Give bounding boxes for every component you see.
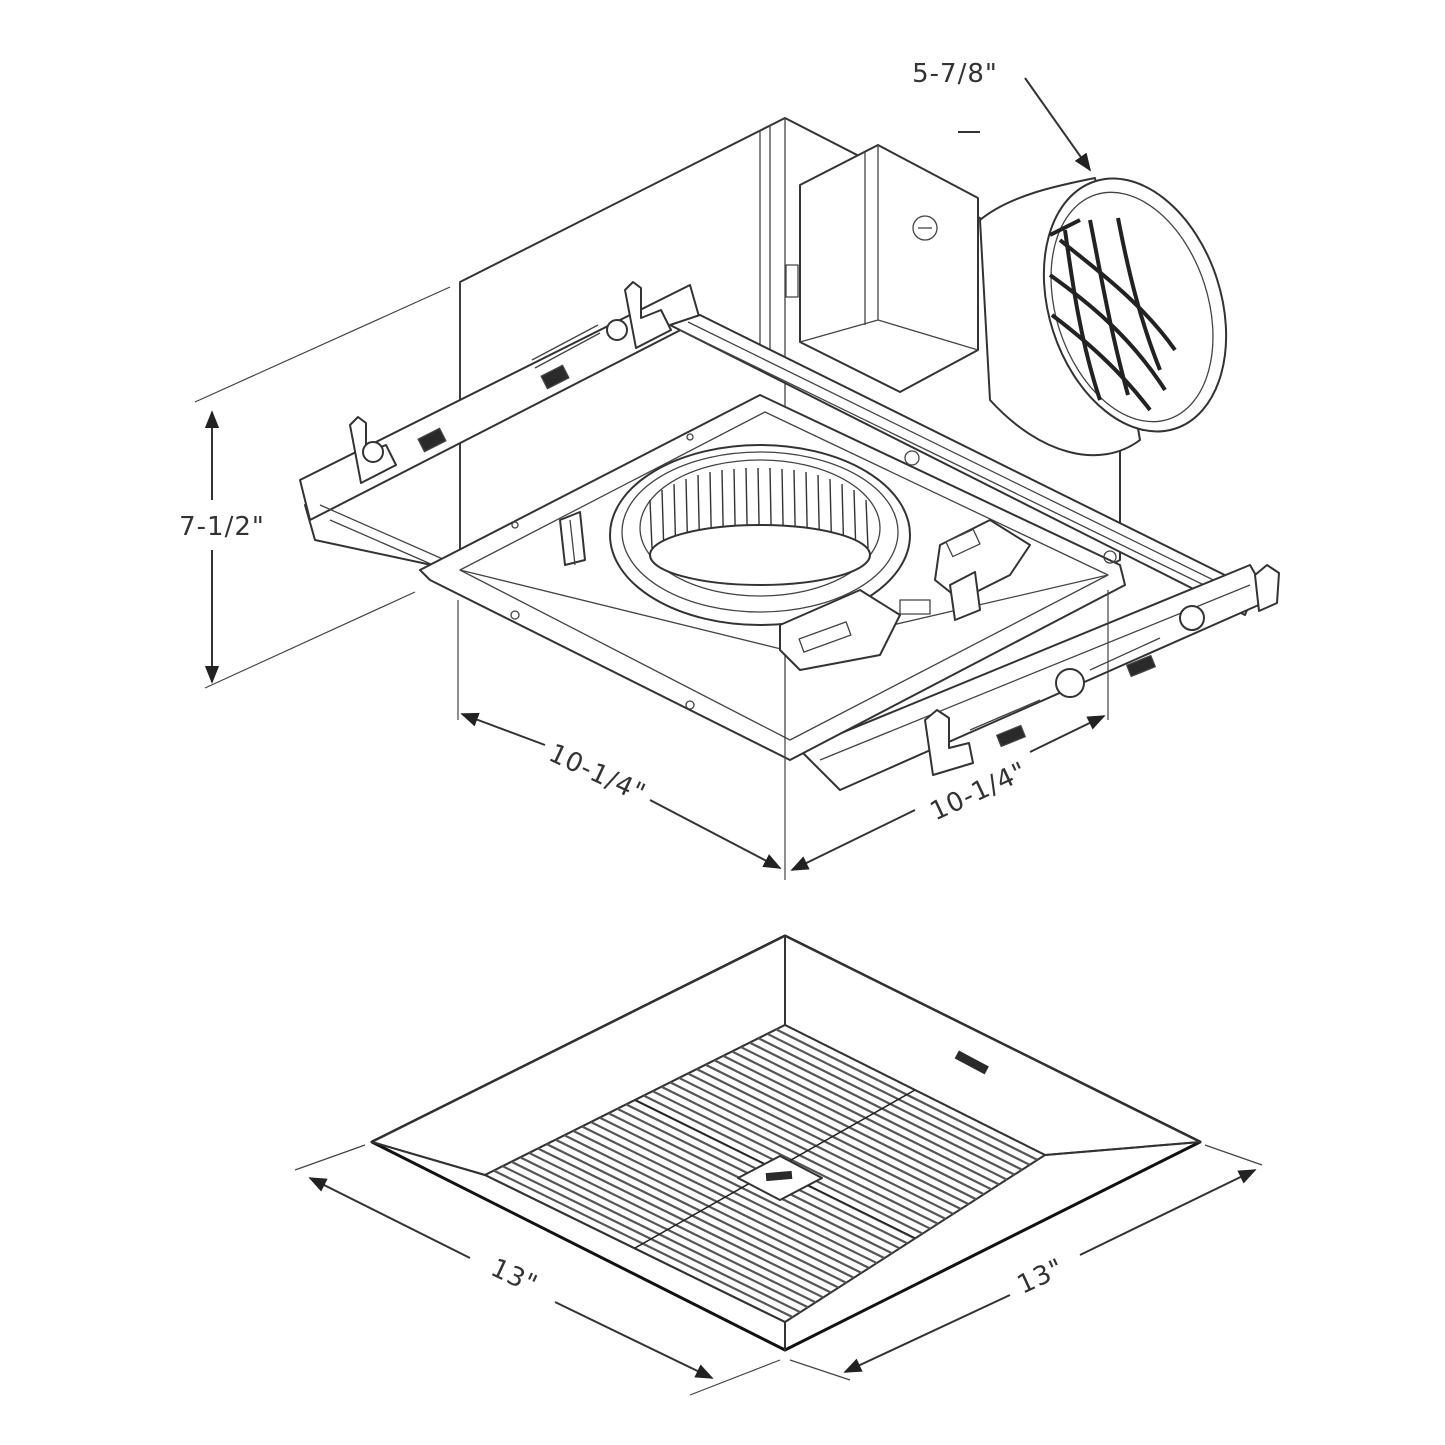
dim-label-grille-width-right: 13" [1013,1253,1069,1300]
damper-grid [1048,217,1177,412]
blower-wheel [609,444,911,626]
dim-housing-height: 7-1/2" [179,286,451,689]
grille: 13" 13" [294,934,1263,1396]
mounting-rail-right [669,314,1280,791]
dim-label-grille-width-left: 13" [486,1253,542,1300]
grille-logo-badge [954,1050,989,1075]
fan-housing: 5-7/8" 7-1/2" 10-1/4" 10-1/4" [179,59,1280,880]
dim-label-housing-width-left: 10-1/4" [544,738,650,809]
dim-label-duct-diameter: 5-7/8" [912,59,998,89]
grille-louvers [493,1028,1038,1319]
duct-collar [979,177,1228,457]
dim-duct-diameter: 5-7/8" [912,59,1092,172]
motor-connectors [559,511,1031,671]
junction-box [785,144,979,393]
mounting-rail-left [299,281,701,571]
dim-label-housing-height: 7-1/2" [179,512,265,542]
